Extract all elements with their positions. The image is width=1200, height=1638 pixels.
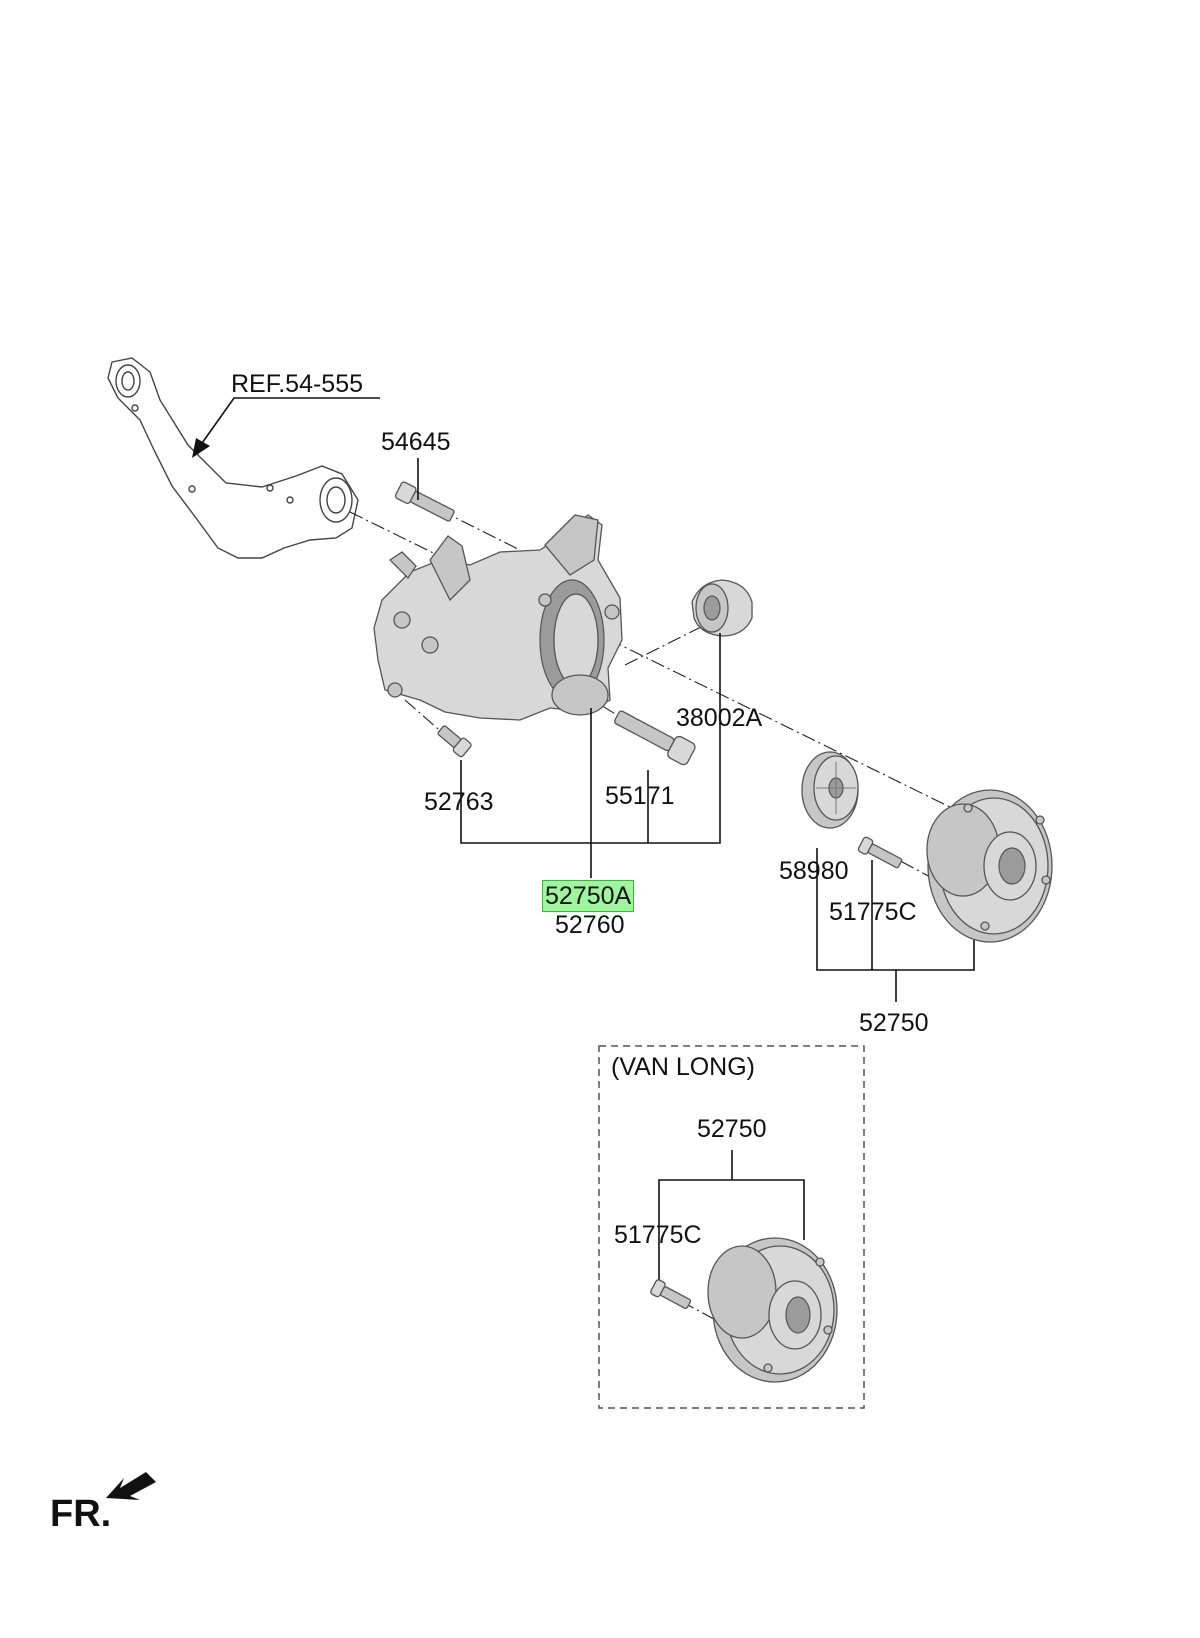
label-front: FR. (50, 1493, 112, 1535)
label-52750A[interactable]: 52750A (542, 880, 635, 912)
bolt-54645 (394, 481, 455, 522)
label-ref[interactable]: REF.54-555 (231, 370, 364, 398)
label-38002A[interactable]: 38002A (676, 704, 763, 732)
label-van-51775C[interactable]: 51775C (614, 1221, 702, 1249)
front-arrow-icon (106, 1472, 156, 1500)
label-58980[interactable]: 58980 (779, 857, 849, 885)
van-hub-52750 (707, 1237, 838, 1383)
label-van-52750[interactable]: 52750 (697, 1115, 767, 1143)
bush-38002A (691, 579, 753, 637)
bolt-52763 (437, 725, 472, 758)
cap-58980 (801, 751, 859, 829)
ref-arrow-icon (192, 438, 210, 458)
van-stud-51775C (650, 1279, 692, 1310)
hub-52750 (926, 789, 1053, 943)
label-51775C[interactable]: 51775C (829, 898, 917, 926)
label-van-long: (VAN LONG) (611, 1053, 755, 1081)
trailing-arm (107, 357, 359, 559)
bolt-55171 (614, 710, 696, 766)
label-52750[interactable]: 52750 (859, 1009, 929, 1037)
label-52760[interactable]: 52760 (555, 911, 625, 939)
van-long-box (598, 1045, 865, 1409)
center-line-bush (624, 624, 706, 666)
center-line-main (349, 511, 961, 813)
center-line-bolt (439, 509, 521, 551)
center-line-52763 (404, 699, 446, 736)
label-54645[interactable]: 54645 (381, 428, 451, 456)
label-55171[interactable]: 55171 (605, 782, 675, 810)
label-52763[interactable]: 52763 (424, 788, 494, 816)
stud-51775C (857, 836, 903, 869)
ref-leader-line (199, 397, 380, 447)
knuckle-carrier (373, 514, 623, 721)
